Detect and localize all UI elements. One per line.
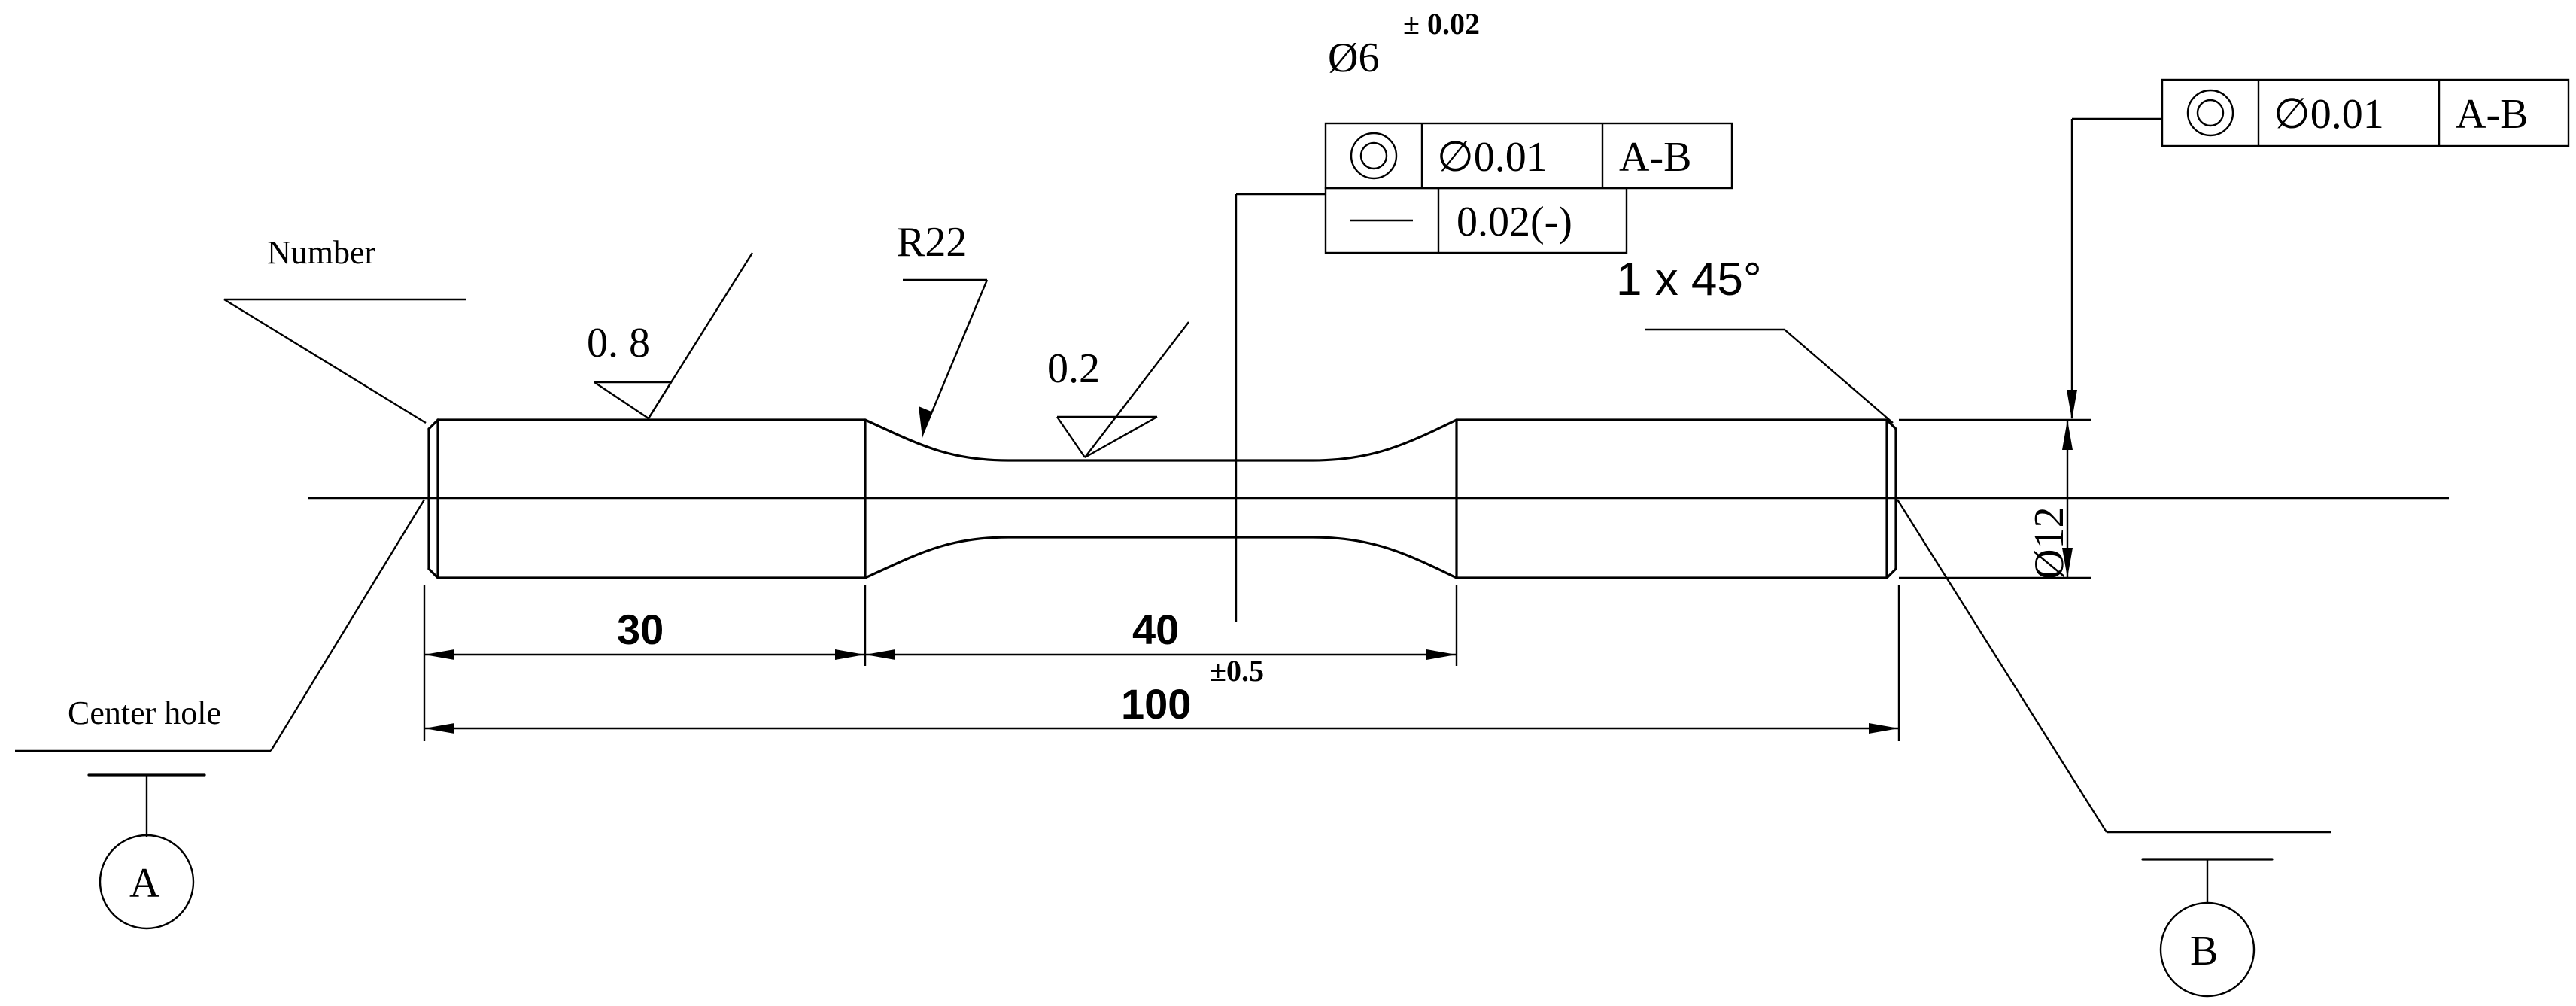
end-tolerance-frame (2161, 78, 2570, 147)
roughness-0-8-symbol (594, 252, 754, 419)
length-dimensions (423, 585, 1900, 741)
dimension-100-tolerance: ±0.5 (1210, 654, 1264, 688)
dimension-100-label: 100 (1121, 680, 1191, 728)
roughness-0-2-symbol (1056, 321, 1189, 459)
center-hole-label: Center hole (68, 694, 221, 731)
diameter-12-label: Ø12 (2026, 507, 2073, 579)
datum-a-label: A (129, 860, 160, 907)
roughness-0-8-label: 0. 8 (587, 320, 650, 366)
neck-diameter-tolerance: ± 0.02 (1403, 7, 1480, 41)
concentricity-icon (1350, 132, 1398, 180)
dimension-40-label: 40 (1132, 606, 1179, 653)
chamfer-leader (1645, 328, 1894, 424)
r22-leader (903, 278, 989, 438)
center-hole-leader (15, 499, 426, 752)
end-frame-row1-value: ∅0.01 (2274, 91, 2384, 138)
end-frame-row1-datum: A-B (2456, 91, 2528, 138)
neck-bottom-profile (864, 536, 1458, 579)
concentricity-icon (2186, 89, 2234, 137)
datum-b-symbol (1896, 499, 2331, 998)
neck-tolerance-frame (1324, 122, 1733, 254)
chamfer-label: 1 x 45° (1616, 254, 1762, 305)
roughness-0-2-label: 0.2 (1047, 345, 1100, 392)
neck-diameter-label: Ø6 (1328, 35, 1379, 81)
neck-top-profile (864, 418, 1458, 462)
diameter-12-dimension (1899, 418, 2091, 579)
number-leader (223, 298, 466, 424)
r22-label: R22 (897, 219, 967, 266)
neck-frame-row1-value: ∅0.01 (1437, 134, 1548, 181)
datum-a-symbol (87, 773, 206, 930)
neck-frame-row2-value: 0.02(-) (1457, 199, 1572, 245)
datum-b-label: B (2190, 928, 2218, 974)
number-label: Number (267, 234, 376, 271)
neck-frame-row1-datum: A-B (1619, 134, 1691, 181)
part-outline (308, 418, 2449, 579)
dimension-30-label: 30 (617, 606, 664, 653)
end-tolerance-leader (2067, 117, 2162, 420)
neck-tolerance-leader (1235, 193, 1326, 622)
